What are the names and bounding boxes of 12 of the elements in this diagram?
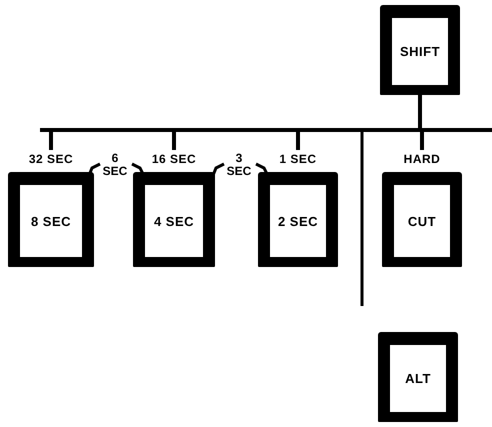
key-button: CUT (382, 172, 462, 267)
key-caption: HARD (404, 151, 440, 168)
key-button: 8 SEC (8, 172, 94, 267)
key-button: 2 SEC (258, 172, 338, 267)
key-caption: 32 SEC (28, 151, 74, 168)
key-button: ALT (378, 332, 458, 422)
key-button: 4 SEC (133, 172, 215, 267)
key-caption: 1 SEC (279, 151, 317, 168)
key-button: SHIFT (380, 5, 460, 95)
timing-label: 3 SEC (226, 152, 252, 178)
key-caption: 16 SEC (152, 151, 196, 168)
timing-label: 6 SEC (102, 152, 128, 178)
